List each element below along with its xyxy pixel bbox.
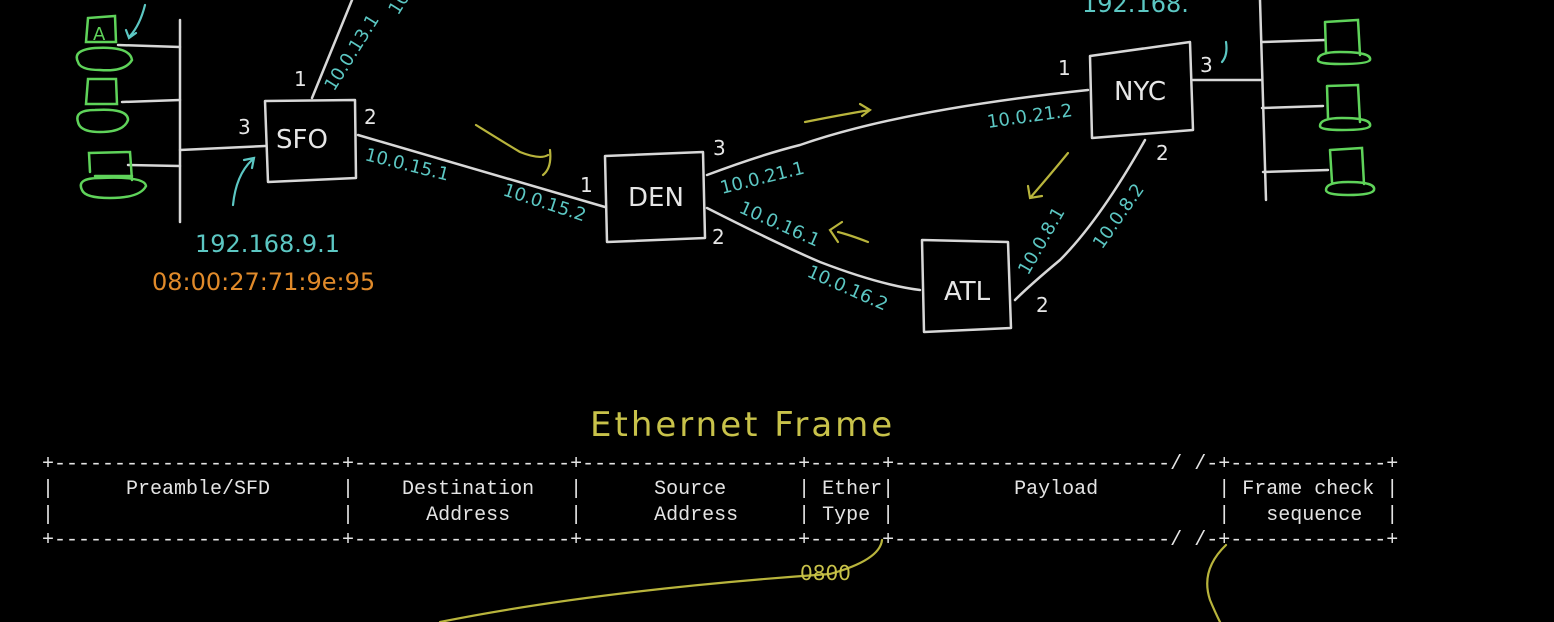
annotation-curve: [1206, 543, 1228, 622]
host-icon: [76, 77, 130, 134]
svg-text:1: 1: [1058, 56, 1071, 80]
link-den-atl: [705, 206, 922, 292]
svg-text:08:00:27:71:9e:95: 08:00:27:71:9e:95: [152, 268, 375, 296]
table-row-labels-1: | Preamble/SFD | Destination | Source | …: [42, 478, 1399, 502]
svg-text:3: 3: [713, 136, 726, 160]
host-icon: [1324, 146, 1376, 197]
svg-text:10.0.21.1: 10.0.21.1: [718, 158, 806, 199]
arrow-icon: [828, 220, 870, 244]
arrow-icon: [803, 102, 872, 124]
svg-text:10.0.15.1: 10.0.15.1: [363, 144, 451, 185]
svg-text:0800: 0800: [800, 561, 851, 585]
right-lan-bus: [1258, 0, 1268, 202]
svg-text:10.0.15.2: 10.0.15.2: [500, 180, 588, 227]
svg-text:2: 2: [1036, 293, 1049, 317]
svg-text:Ethernet Frame: Ethernet Frame: [590, 405, 895, 445]
host-icon: [1318, 83, 1372, 132]
svg-text:NYC: NYC: [1114, 77, 1166, 107]
svg-text:SFO: SFO: [276, 125, 328, 155]
router-den: [603, 150, 707, 244]
router-atl: [920, 238, 1013, 334]
svg-text:A: A: [93, 24, 106, 45]
table-border-bottom: +------------------------+--------------…: [42, 528, 1399, 552]
svg-text:1: 1: [294, 67, 307, 91]
svg-text:10.0.8.1: 10.0.8.1: [1014, 204, 1069, 279]
link-sfo-den: [356, 133, 607, 209]
link-sfo-up: [310, 0, 354, 100]
svg-text:10.0.16.2: 10.0.16.2: [804, 261, 891, 315]
arrow-icon: [474, 123, 552, 177]
link-den-nyc: [705, 88, 1090, 177]
link-nyc-atl: [1013, 138, 1147, 302]
svg-text:192.168.: 192.168.: [1082, 0, 1189, 18]
svg-text:192.168.9.1: 192.168.9.1: [195, 230, 340, 258]
svg-text:3: 3: [238, 115, 251, 139]
router-nyc: [1088, 40, 1195, 140]
host-icon: [1316, 18, 1372, 66]
arrow-icon: [1026, 151, 1070, 200]
svg-text:1: 1: [580, 173, 593, 197]
svg-text:2: 2: [364, 105, 377, 129]
table-border-top: +------------------------+--------------…: [42, 453, 1399, 476]
svg-text:3: 3: [1200, 53, 1213, 77]
svg-text:10.0.21.2: 10.0.21.2: [986, 100, 1074, 133]
svg-text:ATL: ATL: [944, 277, 991, 307]
annotation-curve: [438, 538, 884, 622]
router-sfo: [263, 98, 358, 184]
svg-text:2: 2: [712, 225, 725, 249]
arrow-icon: [1220, 40, 1228, 64]
host-icon: [79, 150, 148, 200]
ethernet-frame-table: +------------------------+--------------…: [42, 452, 1398, 553]
svg-text:2: 2: [1156, 141, 1169, 165]
right-lan-links: [1260, 38, 1330, 174]
arrow-icon: [231, 156, 256, 207]
table-row-labels-2: | | Address | Address | Type | | sequenc…: [42, 503, 1399, 527]
arrow-icon: [124, 3, 147, 40]
host-a: A: [75, 14, 134, 72]
left-lan-links: [116, 43, 267, 168]
svg-text:DEN: DEN: [628, 183, 684, 213]
svg-text:10.0.: 10.0.: [384, 0, 426, 19]
